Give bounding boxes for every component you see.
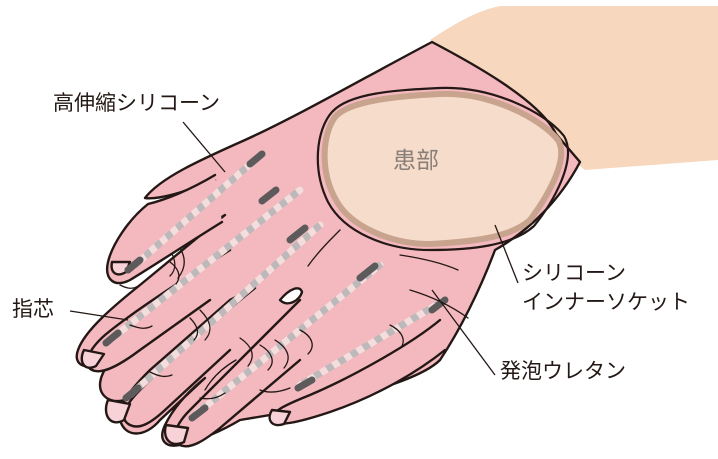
little-nail [268,408,292,427]
finger-gap [278,287,304,305]
finger-core-little [294,296,449,392]
label-silicone-inner-socket-line2: インナーソケット [522,290,690,314]
label-affected-area: 患部 [393,148,439,174]
label-foam-urethane: 発泡ウレタン [500,359,626,383]
finger-core-index [102,186,304,347]
finger-core-thumb [124,150,266,274]
inner-socket-outline [316,86,570,252]
inner-socket [321,90,565,248]
finger-core-ring [188,261,384,422]
label-finger-core: 指芯 [12,297,54,321]
thumb-outline [105,173,224,285]
finger-cores [102,150,449,422]
finger-core-middle [122,221,324,402]
leader-lines [69,121,519,376]
middle-nail [104,398,132,424]
forearm-sleeve [430,6,718,170]
label-high-stretch-silicone: 高伸縮シリコーン [53,91,220,115]
leader-silicone-inner-socket [494,224,519,284]
leader-foam-urethane [431,289,496,376]
ring-nail [163,423,190,446]
label-silicone-inner-socket-line1: シリコーン [522,261,626,285]
leader-high-stretch-silicone [182,121,226,173]
leader-finger-core [69,310,129,321]
index-nail [80,348,106,369]
